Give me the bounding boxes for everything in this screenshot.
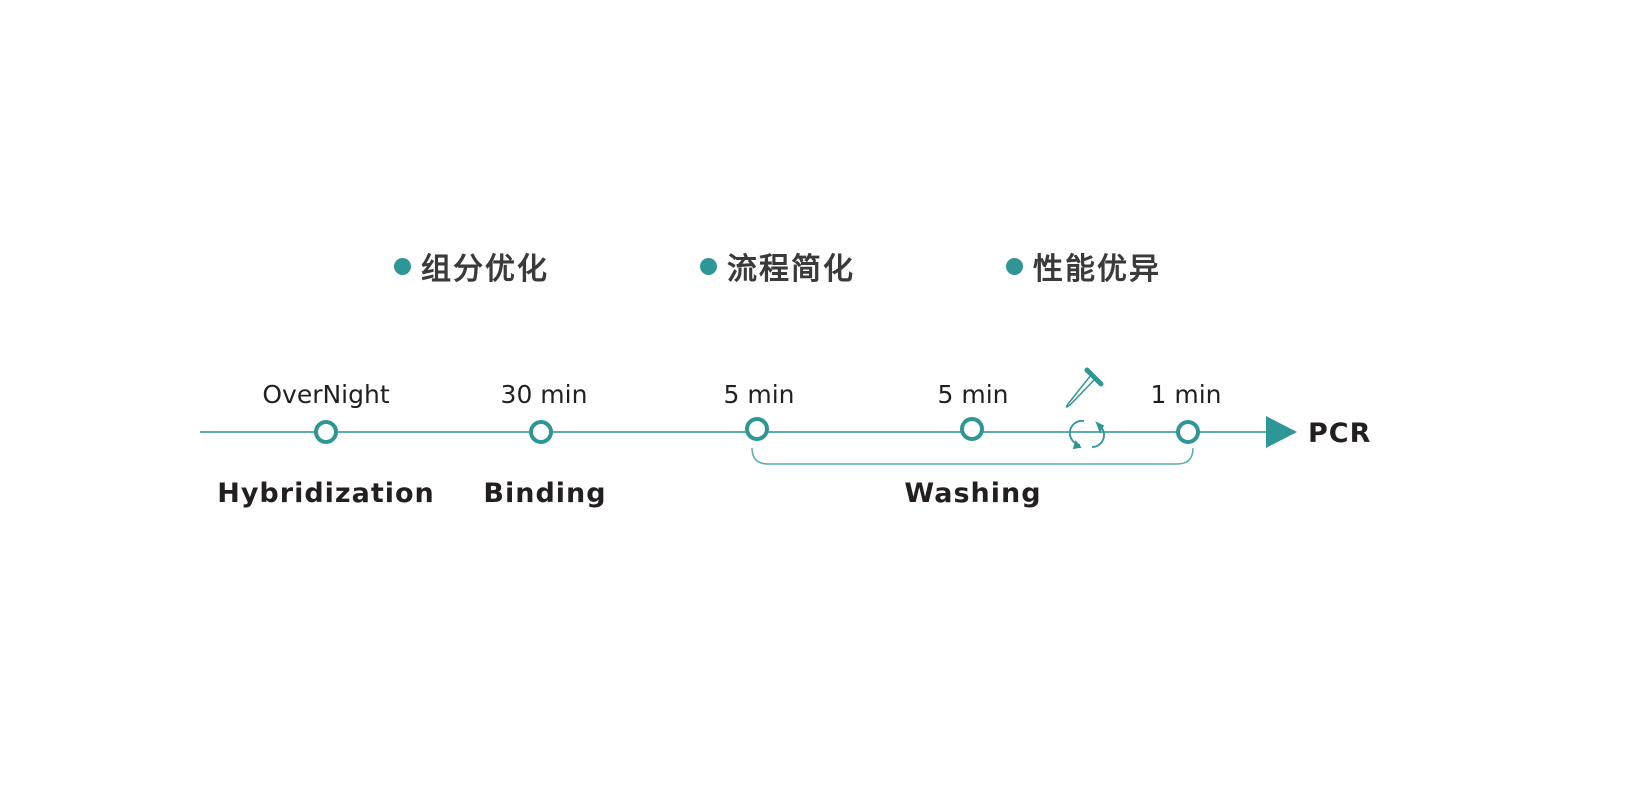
end-label: PCR bbox=[1308, 418, 1372, 449]
rotate-icon bbox=[1068, 419, 1105, 450]
bullet-icon bbox=[1006, 257, 1023, 275]
washing-bracket bbox=[751, 447, 1194, 465]
feature-label: 性能优异 bbox=[1033, 252, 1161, 287]
bullet-icon bbox=[394, 257, 411, 275]
time-label: 1 min bbox=[1150, 380, 1222, 409]
step-label: Binding bbox=[483, 478, 607, 509]
feature-3: 性能优异 bbox=[1006, 244, 1161, 288]
timeline-node bbox=[745, 417, 769, 441]
time-label: 5 min bbox=[723, 380, 795, 409]
timeline-node bbox=[529, 420, 553, 444]
step-label: Washing bbox=[904, 478, 1042, 509]
tube-icon bbox=[1065, 367, 1104, 408]
bullet-icon bbox=[700, 257, 717, 275]
time-label: OverNight bbox=[262, 380, 390, 409]
time-label: 30 min bbox=[500, 380, 588, 409]
timeline-node bbox=[960, 417, 984, 441]
feature-1: 组分优化 bbox=[394, 244, 549, 288]
feature-label: 组分优化 bbox=[421, 252, 549, 287]
feature-label: 流程简化 bbox=[727, 252, 855, 287]
timeline-node bbox=[1176, 420, 1200, 444]
time-label: 5 min bbox=[937, 380, 1009, 409]
timeline-node bbox=[314, 420, 338, 444]
arrow-head-icon bbox=[1266, 416, 1297, 448]
step-label: Hybridization bbox=[217, 478, 435, 509]
feature-2: 流程简化 bbox=[700, 244, 855, 288]
